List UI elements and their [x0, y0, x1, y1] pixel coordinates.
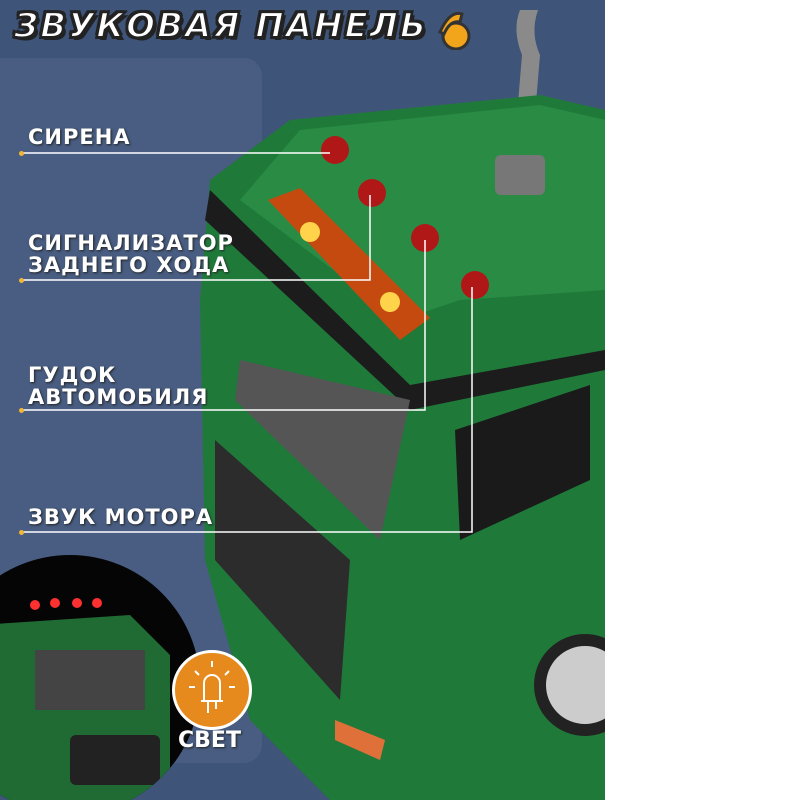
truck-image: [22, 10, 605, 800]
music-note-icon: [438, 11, 471, 50]
marker-dot: [19, 530, 24, 535]
led-icon: [172, 650, 252, 730]
marker-dot: [19, 278, 24, 283]
marker-dot: [19, 408, 24, 413]
light-label: СВЕТ: [178, 728, 241, 753]
feature-label-siren: СИРЕНА: [28, 125, 131, 149]
page-title: ЗВУКОВАЯ ПАНЕЛЬ: [13, 5, 428, 47]
feature-label-engine-sound: ЗВУК МОТОРА: [28, 505, 214, 529]
marker-dot: [19, 151, 24, 156]
